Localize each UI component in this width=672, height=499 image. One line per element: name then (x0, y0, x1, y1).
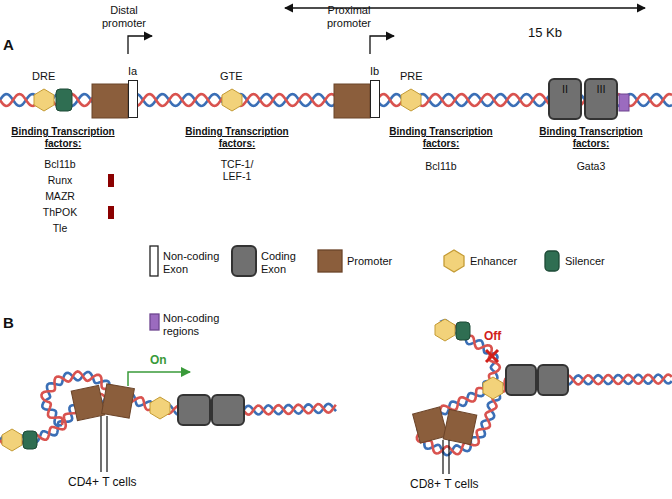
factor-name: Bcl11b (15, 158, 105, 170)
enhancer-symbol (222, 89, 242, 111)
coding-exon-symbol (506, 365, 536, 395)
binding-heading: Binding Transcription factors: (532, 126, 650, 149)
legend-swatch (150, 314, 159, 330)
non-coding-region-symbol (619, 94, 629, 111)
binding-heading: Binding Transcription factors: (382, 126, 500, 149)
cell-line (100, 416, 101, 472)
dna-helix-group (0, 94, 672, 455)
factor-name: TCF-1/ LEF-1 (212, 158, 262, 182)
legend-swatch (318, 250, 342, 272)
promoter-label: Proximal promoter (320, 4, 378, 29)
state-label: Off (484, 330, 501, 344)
legend-swatch (150, 246, 158, 276)
non-coding-exon: Ib (370, 80, 380, 118)
panel-letter: B (3, 314, 14, 331)
legend-label: Non-coding regions (163, 312, 227, 338)
helix-axis (420, 322, 672, 451)
transcription-start-arrow (128, 36, 152, 54)
enhancer-symbol (34, 89, 54, 111)
exon-label: Ia (128, 65, 137, 77)
dna-strand (417, 322, 672, 454)
enhancer-symbol (2, 429, 22, 451)
legend-swatch (444, 250, 464, 272)
factor-name: Tle (15, 222, 105, 234)
factor-name: Runx (15, 174, 105, 186)
panel-letter: A (3, 36, 14, 53)
promoter-symbol (102, 384, 135, 418)
legend-swatch (232, 246, 256, 276)
binding-heading: Binding Transcription factors: (178, 126, 296, 149)
element-label: DRE (32, 70, 55, 83)
silencer-symbol (456, 322, 470, 340)
dna-strand (417, 320, 671, 455)
factor-name: MAZR (15, 190, 105, 202)
legend-label: Coding Exon (261, 250, 305, 276)
factor-name: Bcl11b (396, 160, 486, 172)
promoter-symbol (443, 409, 477, 444)
enhancer-symbol (401, 89, 421, 111)
factor-name: Gata3 (546, 160, 636, 172)
transcription-start-arrow (370, 36, 394, 54)
enhancer-symbol (150, 397, 170, 419)
exon-label: II (550, 83, 580, 95)
coding-exon-symbol (538, 365, 568, 395)
factor-mark (108, 174, 114, 187)
silencer-symbol (23, 431, 37, 449)
silencer-symbol (56, 89, 72, 111)
factor-name: ThPOK (15, 206, 105, 218)
binding-heading: Binding Transcription factors: (4, 126, 122, 149)
promoter-symbol (334, 84, 370, 118)
off-cross (486, 350, 498, 362)
scale-label: 15 Kb (528, 26, 562, 41)
cell-type-label: CD8+ T cells (410, 478, 479, 492)
coding-exon: III (584, 78, 618, 120)
legend-label: Enhancer (470, 255, 517, 268)
non-coding-exon: Ia (128, 80, 138, 118)
element-label: GTE (220, 70, 243, 83)
off-cross (486, 350, 498, 362)
promoter-symbol (92, 84, 128, 118)
legend-label: Silencer (565, 255, 605, 268)
enhancer-symbol (435, 319, 455, 341)
cell-line (442, 440, 443, 474)
promoter-label: Distal promoter (96, 4, 152, 29)
coding-exon: II (548, 78, 582, 120)
active-transcription-arrow (128, 372, 190, 386)
cell-type-label: CD4+ T cells (68, 476, 137, 490)
legend-swatch (545, 251, 559, 271)
state-label: On (150, 354, 167, 368)
enhancer-symbol (483, 377, 503, 399)
coding-exon-symbol (178, 395, 210, 425)
exon-label: III (586, 83, 616, 95)
promoter-symbol (71, 385, 105, 420)
element-label: PRE (400, 70, 423, 83)
coding-exon-symbol (212, 395, 244, 425)
exon-label: Ib (370, 65, 379, 77)
legend-label: Promoter (347, 255, 392, 268)
legend-label: Non-coding Exon (163, 250, 227, 276)
cell-line (448, 440, 449, 474)
factor-mark (108, 206, 114, 219)
promoter-symbol (413, 407, 448, 443)
cell-line (106, 416, 107, 472)
